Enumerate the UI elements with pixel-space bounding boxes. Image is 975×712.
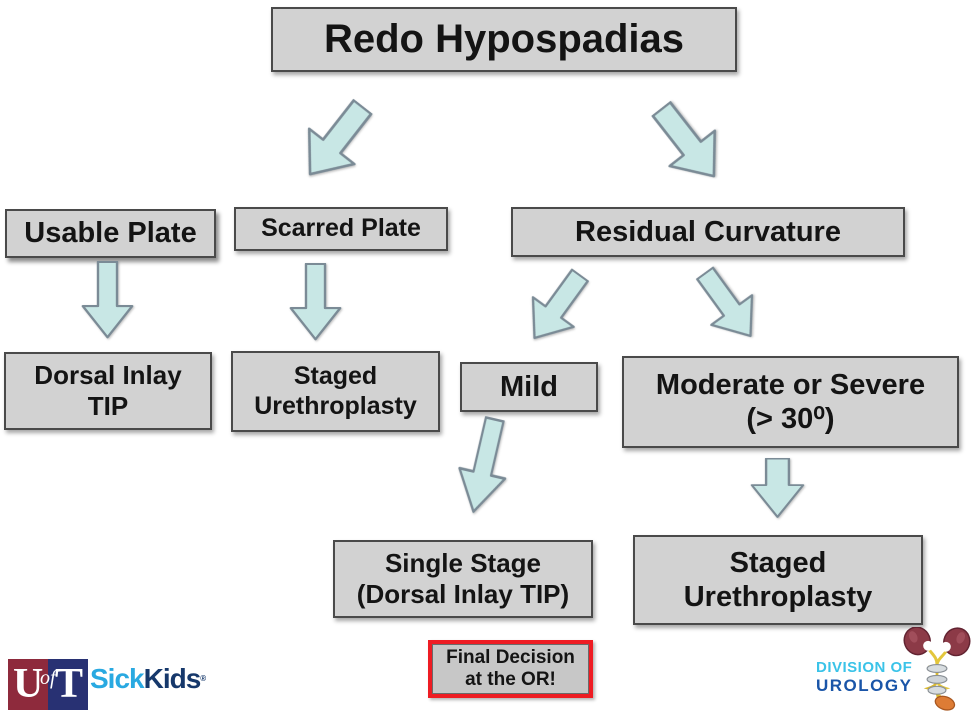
node-staged-urethroplasty-right: Staged Urethroplasty <box>633 535 923 625</box>
node-redo-hypospadias: Redo Hypospadias <box>271 7 737 72</box>
uoft-logo-red-half <box>8 659 48 710</box>
division-of-label: DIVISION OF <box>816 659 913 676</box>
arrow-curvature-to-mild-icon <box>531 268 589 340</box>
node-single-stage: Single Stage (Dorsal Inlay TIP) <box>333 540 593 618</box>
node-staged-urethroplasty-left: Staged Urethroplasty <box>231 351 440 432</box>
node-residual-curvature: Residual Curvature <box>511 207 905 257</box>
node-scarred-plate: Scarred Plate <box>234 207 448 251</box>
sickkids-kids: Kids <box>143 663 202 694</box>
uoft-letter-t: T <box>54 661 83 707</box>
uoft-logo: U of T <box>8 659 88 710</box>
uoft-logo-navy-half <box>48 659 88 710</box>
sickkids-logo: SickKids® <box>90 663 206 695</box>
kidneys-icon <box>903 627 971 711</box>
urology-label: UROLOGY <box>816 675 913 695</box>
arrow-usable-to-dorsal-icon <box>81 261 134 339</box>
node-moderate-or-severe: Moderate or Severe (> 30⁰) <box>622 356 959 448</box>
arrow-title-to-plates-icon <box>307 99 373 176</box>
arrow-mild-to-single-stage-icon <box>458 415 507 513</box>
uoft-letter-u: U <box>13 661 44 707</box>
uoft-letter-of: of <box>40 667 56 689</box>
node-final-decision: Final Decision at the OR! <box>428 640 593 698</box>
division-of-urology-label: DIVISION OF UROLOGY <box>816 659 913 695</box>
arrow-title-to-curvature-icon <box>651 101 717 178</box>
sickkids-trademark: ® <box>200 674 207 683</box>
arrow-scarred-to-staged-icon <box>289 263 342 341</box>
sickkids-sick: Sick <box>90 663 145 694</box>
arrow-moderate-to-staged-icon <box>750 458 805 518</box>
node-mild: Mild <box>460 362 598 412</box>
node-dorsal-inlay-tip: Dorsal Inlay TIP <box>4 352 212 430</box>
node-usable-plate: Usable Plate <box>5 209 216 258</box>
arrow-curvature-to-moderate-icon <box>696 266 754 338</box>
